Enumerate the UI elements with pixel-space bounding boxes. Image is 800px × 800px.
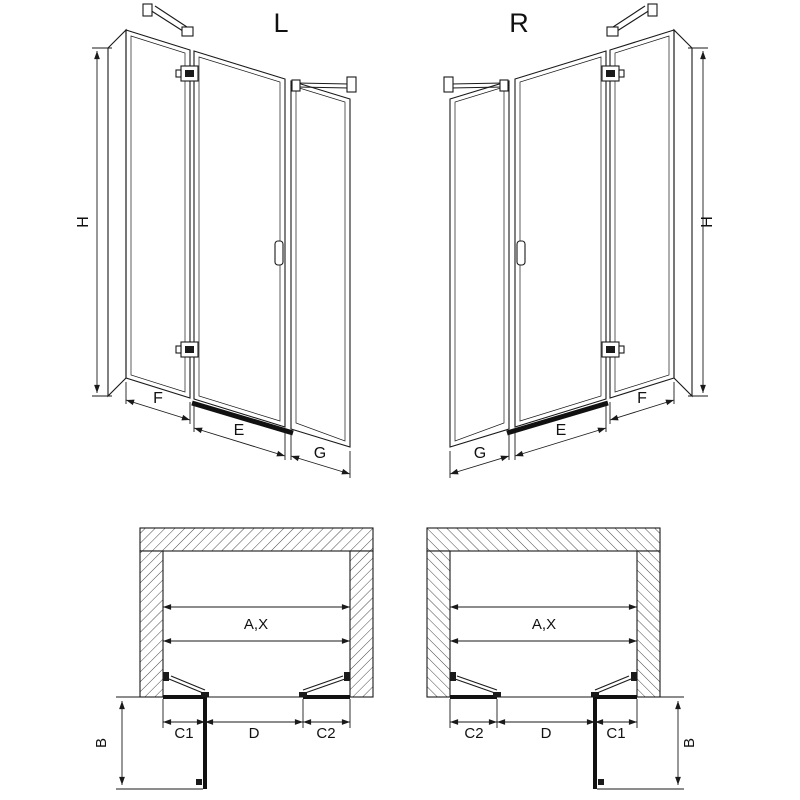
- dim-c1-label-left: C1: [174, 725, 193, 742]
- left-version-label: L: [273, 8, 288, 38]
- dim-e-label-right: E: [556, 422, 567, 439]
- dim-g-label-right: G: [474, 445, 486, 462]
- dim-h-label-right: H: [699, 216, 716, 228]
- dim-c1-label-right: C1: [606, 725, 625, 742]
- dim-c2-label-left: C2: [316, 725, 335, 742]
- labels-layer: L H F E G R H F E G A,X C1 D C2 B A,X C2…: [75, 8, 716, 748]
- dim-f-label-left: F: [153, 390, 163, 407]
- right-version-label: R: [509, 8, 529, 38]
- dim-ax-label-right: A,X: [532, 616, 556, 633]
- dim-ax-label-left: A,X: [244, 616, 268, 633]
- dim-e-label-left: E: [234, 422, 245, 439]
- dim-d-label-left: D: [249, 725, 260, 742]
- dim-c2-label-right: C2: [464, 725, 483, 742]
- dim-h-label-left: H: [75, 216, 92, 228]
- dim-d-label-right: D: [541, 725, 552, 742]
- dim-g-label-left: G: [314, 445, 326, 462]
- dim-b-label-right: B: [681, 738, 698, 748]
- dim-b-label-left: B: [93, 738, 110, 748]
- dim-f-label-right: F: [637, 390, 647, 407]
